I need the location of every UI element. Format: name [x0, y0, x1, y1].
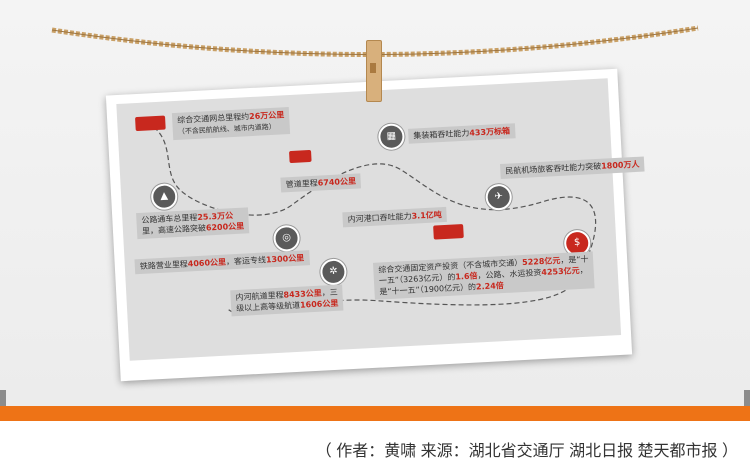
credit-text: （ 作者：黄啸 来源：湖北省交通厅 湖北日报 楚天都市报 ）	[315, 443, 738, 460]
left-edge-bar	[0, 390, 6, 406]
clothespin	[366, 40, 382, 102]
route-path	[147, 121, 597, 316]
road-network-icon	[135, 115, 166, 132]
ship-icon	[433, 224, 464, 240]
orange-divider	[0, 406, 750, 421]
right-edge-bar	[744, 390, 750, 406]
infographic-photo: 综合交通网总里程约26万公里 （不含民航航线、城市内道路） ▦ 集装箱吞吐能力4…	[105, 68, 645, 382]
infographic-content: 综合交通网总里程约26万公里 （不含民航航线、城市内道路） ▦ 集装箱吞吐能力4…	[116, 78, 645, 361]
photo-stage: 综合交通网总里程约26万公里 （不含民航航线、城市内道路） ▦ 集装箱吞吐能力4…	[0, 0, 750, 406]
pipeline-icon	[289, 149, 312, 164]
